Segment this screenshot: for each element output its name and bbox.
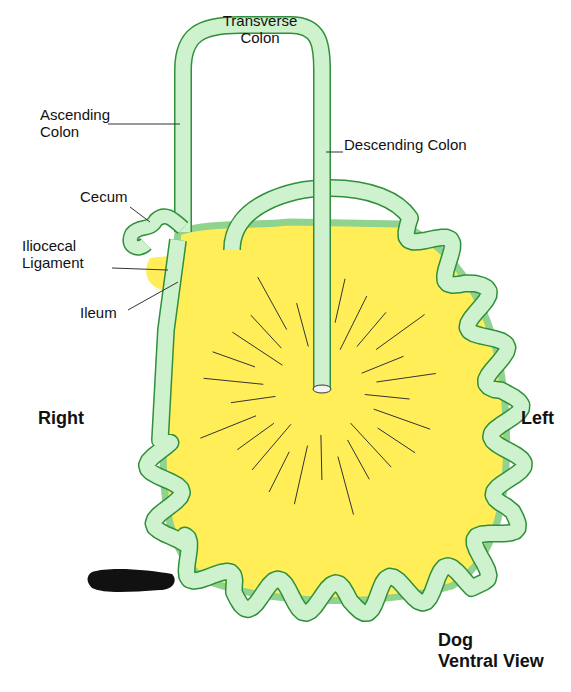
part-label: Descending Colon	[344, 136, 474, 153]
ray	[335, 279, 345, 323]
orientation-label: Right	[38, 408, 108, 429]
orientation-label: Dog	[438, 630, 498, 651]
ray	[200, 416, 256, 438]
ray	[321, 435, 322, 480]
ray	[231, 396, 276, 402]
ray	[351, 423, 392, 467]
ray	[348, 440, 370, 479]
ray	[204, 378, 264, 384]
ray	[376, 315, 425, 350]
ray	[340, 296, 367, 350]
ray	[258, 277, 287, 330]
ray	[252, 424, 291, 470]
ray	[378, 428, 416, 453]
ray	[237, 423, 273, 449]
part-label: Ascending Colon	[40, 106, 120, 140]
part-label: Iliocecal Ligament	[22, 237, 112, 271]
orientation-label: Ventral View	[438, 651, 566, 672]
ray	[269, 452, 289, 492]
ray	[294, 446, 307, 505]
orientation-label: Left	[521, 408, 566, 429]
tube-outline	[183, 25, 322, 388]
ray	[357, 312, 386, 346]
tube-fill	[183, 25, 322, 388]
tube-outline	[147, 188, 524, 613]
ray	[232, 332, 282, 365]
ray	[213, 352, 255, 367]
ray	[362, 356, 404, 373]
part-label: Transverse Colon	[215, 12, 305, 46]
redaction-blob	[88, 569, 175, 592]
ray	[297, 303, 309, 346]
part-label: Ileum	[80, 304, 140, 321]
small-intestine	[147, 188, 524, 613]
ray	[374, 409, 431, 429]
ray	[251, 315, 281, 348]
tube-outline	[130, 216, 183, 247]
ray	[376, 374, 435, 383]
ray	[365, 395, 410, 400]
leader-lines	[108, 16, 343, 310]
ray	[338, 457, 354, 515]
tube-fill	[147, 188, 524, 613]
colon	[130, 25, 331, 393]
colon-cut-end	[313, 385, 331, 393]
part-label: Cecum	[80, 188, 150, 205]
tube-fill	[130, 216, 183, 247]
